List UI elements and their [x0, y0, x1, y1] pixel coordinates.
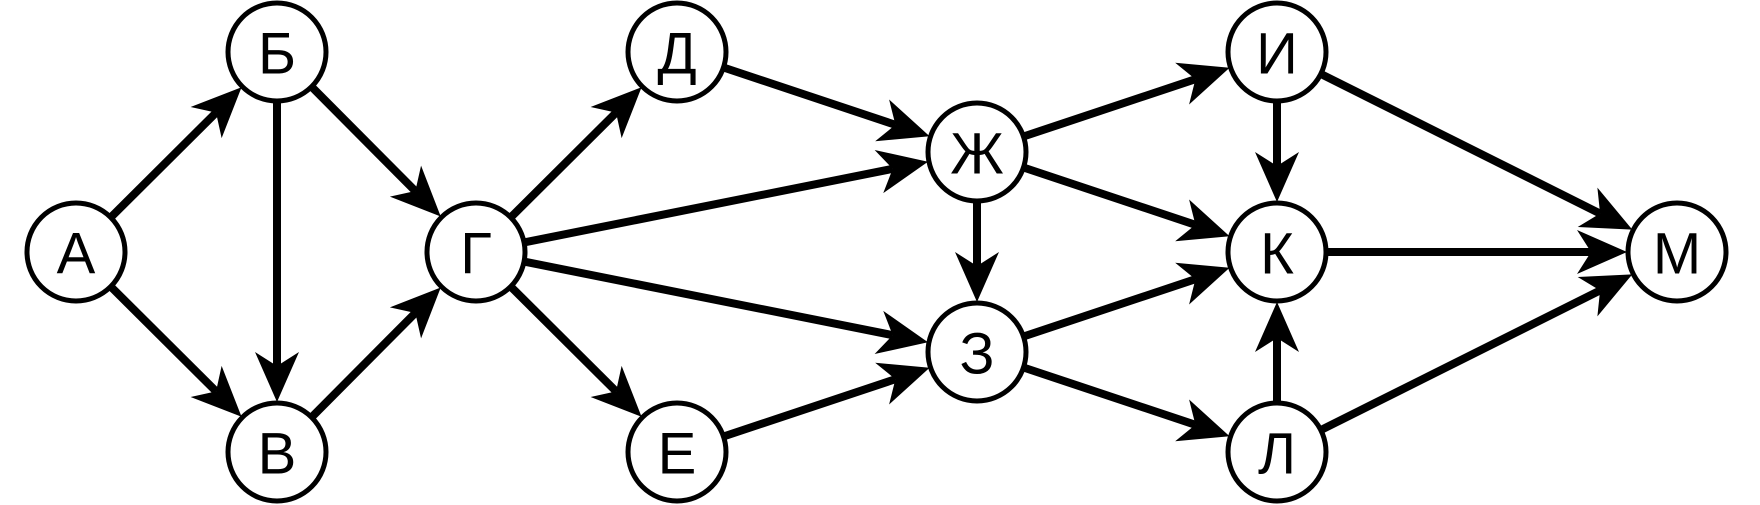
- edge-g-zh: [523, 149, 928, 247]
- edge-zh-i-arrowhead: [1175, 62, 1230, 105]
- edge-g-z: [523, 257, 928, 355]
- edge-e-z-arrowhead: [875, 362, 930, 405]
- node-k: К: [1225, 200, 1329, 304]
- edge-a-b: [107, 87, 242, 221]
- edge-z-l: [1022, 363, 1230, 442]
- node-b-circle: [225, 0, 329, 104]
- edge-l-m-line: [1319, 286, 1602, 434]
- edge-g-d: [507, 87, 642, 221]
- edge-d-zh: [722, 63, 930, 142]
- edge-b-g-line: [308, 83, 419, 194]
- node-i-label: И: [1256, 22, 1298, 87]
- node-z: З: [925, 300, 1029, 404]
- node-a-circle: [24, 200, 128, 304]
- edge-e-z-line: [722, 375, 897, 441]
- node-l-label: Л: [1258, 422, 1296, 487]
- edge-e-z: [722, 362, 930, 441]
- edge-zh-z: [955, 201, 999, 302]
- node-l-circle: [1225, 400, 1329, 504]
- edge-b-g-arrowhead: [389, 165, 441, 217]
- node-zh-circle: [925, 100, 1029, 204]
- node-zh: Ж: [925, 100, 1029, 204]
- edge-g-e: [507, 283, 642, 417]
- edges-layer: [107, 62, 1633, 442]
- edge-z-l-line: [1022, 363, 1197, 429]
- nodes-layer: А Б В Г Д Е Ж: [24, 0, 1729, 504]
- edge-g-z-line: [523, 257, 894, 340]
- node-g-circle: [424, 200, 528, 304]
- edge-a-b-arrowhead: [190, 87, 242, 139]
- edge-g-d-arrowhead: [590, 87, 642, 139]
- node-b-label: Б: [258, 22, 296, 87]
- edge-d-zh-line: [722, 63, 897, 129]
- edge-l-m: [1319, 274, 1633, 434]
- node-k-circle: [1225, 200, 1329, 304]
- edge-v-g-arrowhead: [389, 287, 441, 339]
- edge-g-zh-arrowhead: [874, 149, 928, 194]
- node-d-label: Д: [657, 22, 696, 87]
- edge-k-m-arrowhead: [1577, 230, 1627, 274]
- node-b: Б: [225, 0, 329, 104]
- edge-i-k: [1255, 101, 1299, 202]
- node-m-circle: [1625, 200, 1729, 304]
- node-v-label: В: [258, 422, 297, 487]
- edge-zh-z-arrowhead: [955, 252, 999, 302]
- edge-v-g: [308, 287, 441, 421]
- node-m: М: [1625, 200, 1729, 304]
- node-z-circle: [925, 300, 1029, 404]
- edge-zh-i: [1022, 62, 1230, 141]
- node-i: И: [1225, 0, 1329, 104]
- node-e-circle: [625, 400, 729, 504]
- node-g-label: Г: [460, 222, 491, 287]
- edge-i-k-arrowhead: [1255, 152, 1299, 202]
- edge-b-g: [308, 83, 441, 217]
- edge-v-g-line: [308, 310, 419, 421]
- node-d-circle: [625, 0, 729, 104]
- edge-l-m-arrowhead: [1577, 274, 1633, 317]
- node-i-circle: [1225, 0, 1329, 104]
- edge-a-v-line: [107, 283, 219, 395]
- edge-l-k: [1255, 302, 1299, 403]
- node-g: Г: [424, 200, 528, 304]
- edge-g-d-line: [507, 109, 619, 221]
- edge-i-m-arrowhead: [1577, 187, 1633, 230]
- edge-z-l-arrowhead: [1175, 399, 1230, 442]
- node-e: Е: [625, 400, 729, 504]
- edge-zh-k: [1022, 163, 1230, 242]
- node-d: Д: [625, 0, 729, 104]
- node-e-label: Е: [658, 422, 697, 487]
- edge-i-m: [1319, 70, 1633, 230]
- edge-g-e-arrowhead: [590, 365, 642, 417]
- edge-zh-k-arrowhead: [1175, 199, 1230, 242]
- edge-a-v-arrowhead: [190, 365, 242, 417]
- edge-zh-k-line: [1022, 163, 1197, 229]
- edge-g-z-arrowhead: [874, 310, 928, 355]
- node-zh-label: Ж: [950, 122, 1004, 187]
- edge-g-zh-line: [523, 164, 894, 247]
- edge-i-m-line: [1319, 70, 1602, 218]
- edge-d-zh-arrowhead: [875, 99, 930, 142]
- node-m-label: М: [1653, 222, 1701, 287]
- edge-a-v: [107, 283, 242, 417]
- node-k-label: К: [1260, 222, 1294, 287]
- edge-l-k-arrowhead: [1255, 302, 1299, 352]
- node-v: В: [225, 400, 329, 504]
- node-a-label: А: [57, 222, 96, 287]
- edge-a-b-line: [107, 109, 219, 221]
- edge-zh-i-line: [1022, 75, 1197, 141]
- node-v-circle: [225, 400, 329, 504]
- edge-b-v: [255, 101, 299, 402]
- node-a: А: [24, 200, 128, 304]
- node-l: Л: [1225, 400, 1329, 504]
- edge-b-v-arrowhead: [255, 352, 299, 402]
- node-z-label: З: [959, 322, 994, 387]
- edge-k-m: [1326, 230, 1627, 274]
- edge-g-e-line: [507, 283, 619, 395]
- edge-z-k-line: [1022, 275, 1197, 341]
- edge-z-k: [1022, 262, 1230, 341]
- edge-z-k-arrowhead: [1175, 262, 1230, 305]
